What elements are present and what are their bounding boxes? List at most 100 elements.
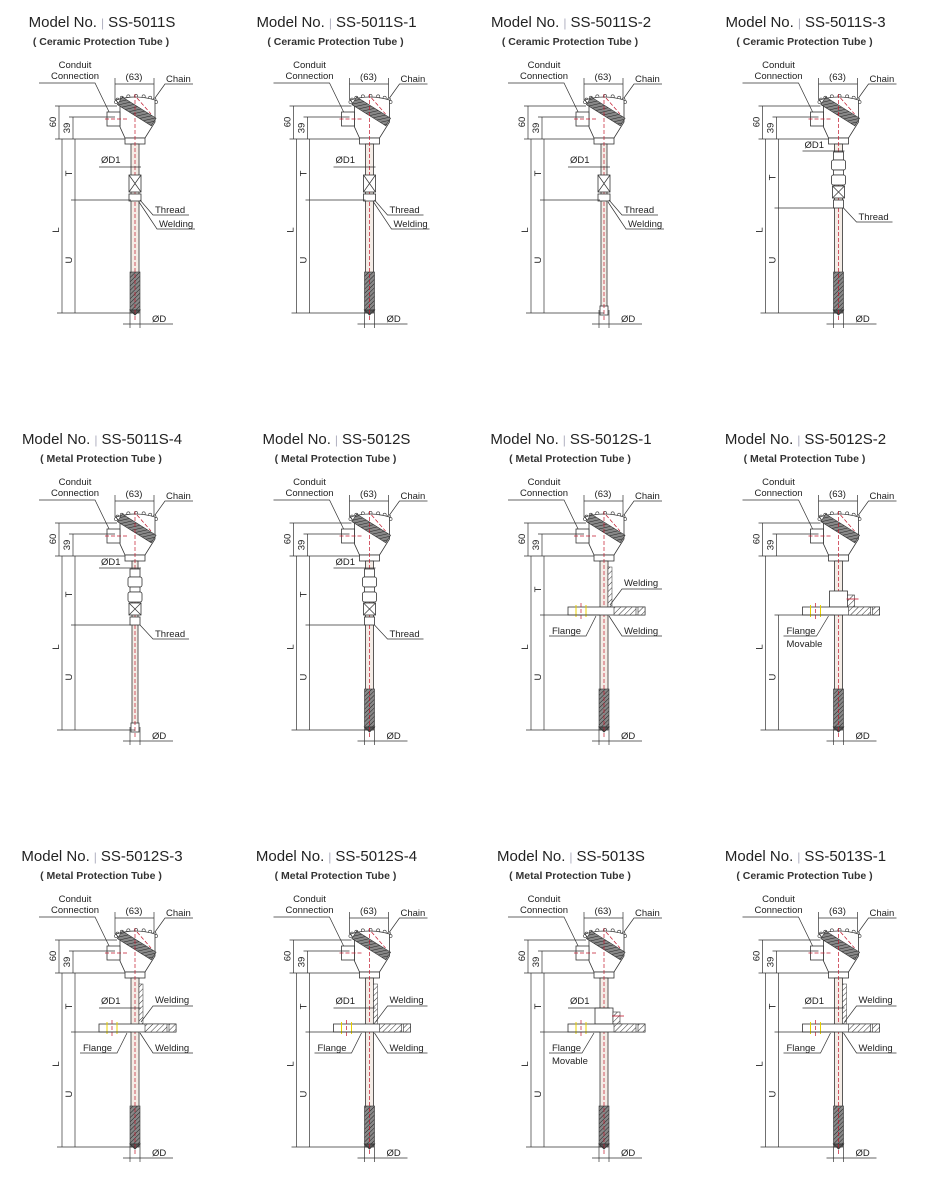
- model-prefix: Model No.: [21, 848, 89, 865]
- conduit-label-line2: Connection: [754, 488, 802, 499]
- thread-leader: [374, 199, 424, 216]
- dimension-od1: ØD1: [101, 996, 121, 1007]
- model-prefix: Model No.: [263, 431, 331, 448]
- conduit-leader: [742, 499, 817, 538]
- model-prefix: Model No.: [22, 431, 90, 448]
- chain-leader: [858, 83, 897, 99]
- model-title: Model No.|SS-5012S-1: [490, 431, 651, 448]
- od-dimension: [592, 310, 642, 328]
- model-title: Model No.|SS-5011S-4: [22, 431, 182, 448]
- dimension-l: L: [520, 1061, 531, 1066]
- model-number: SS-5011S-3: [805, 14, 886, 31]
- head-width-dimension: [349, 495, 389, 517]
- chain-leader: [623, 83, 662, 99]
- head-width-dimension: [114, 912, 155, 934]
- model-number: SS-5012S-2: [804, 431, 886, 448]
- diagram-ss-5011s-2: Model No.|SS-5011S-2( Ceramic Protection…: [491, 14, 664, 328]
- dimension-39: 39: [531, 540, 542, 551]
- welding-leader: [373, 201, 430, 230]
- model-prefix: Model No.: [29, 14, 97, 31]
- head-height-dimensions: [524, 105, 594, 140]
- model-number: SS-5012S: [342, 431, 410, 448]
- dimension-l: L: [51, 1061, 62, 1066]
- head-width-label: (63): [829, 906, 846, 917]
- welding-label: Welding: [394, 219, 428, 230]
- dimension-39: 39: [62, 540, 73, 551]
- dimension-u: U: [299, 256, 310, 263]
- dimension-l: L: [51, 227, 62, 232]
- head-height-dimensions: [524, 522, 594, 557]
- head-width-dimension: [818, 912, 858, 934]
- dimension-od1: ØD1: [805, 996, 825, 1007]
- welding-bottom-label: Welding: [859, 1043, 893, 1054]
- conduit-label-line2: Connection: [285, 71, 333, 82]
- model-number: SS-5012S-4: [335, 848, 417, 865]
- model-number: SS-5012S-3: [101, 848, 183, 865]
- chain-leader: [154, 500, 193, 516]
- conduit-label-line2: Connection: [520, 905, 568, 916]
- dimension-od1: ØD1: [101, 155, 121, 166]
- movable-collar: [594, 1007, 624, 1025]
- movable-label: Movable: [787, 639, 823, 650]
- head-width-dimension: [583, 78, 624, 100]
- model-title: Model No.|SS-5011S-1: [256, 14, 416, 31]
- chain-label: Chain: [166, 74, 191, 85]
- dimension-39: 39: [531, 123, 542, 134]
- model-number: SS-5011S: [108, 14, 175, 31]
- flange-leader: [783, 1032, 831, 1054]
- dimension-60: 60: [283, 951, 294, 962]
- dimension-60: 60: [48, 951, 59, 962]
- conduit-leader: [508, 82, 583, 121]
- conduit-label-line1: Conduit: [59, 477, 92, 488]
- welding-top-label: Welding: [624, 578, 658, 589]
- dimension-60: 60: [283, 534, 294, 545]
- welding-top-leader: [609, 588, 662, 606]
- dimension-l: L: [755, 227, 766, 232]
- weld-sleeve: [138, 983, 144, 1025]
- model-number: SS-5011S-2: [570, 14, 651, 31]
- dimension-od: ØD: [152, 314, 166, 325]
- title-separator: |: [328, 850, 331, 864]
- dimension-t: T: [533, 1003, 544, 1009]
- conduit-label-line2: Connection: [51, 71, 99, 82]
- head-height-dimensions: [289, 522, 360, 557]
- model-prefix: Model No.: [725, 848, 793, 865]
- weld-sleeve: [607, 566, 613, 608]
- flange-label: Flange: [318, 1043, 347, 1054]
- model-title: Model No.|SS-5012S-3: [21, 848, 182, 865]
- length-dimensions: [760, 139, 839, 314]
- flange-leader: [549, 615, 597, 637]
- head-height-dimensions: [289, 105, 360, 140]
- dimension-u: U: [768, 673, 779, 680]
- conduit-leader: [742, 82, 817, 121]
- thread-leader: [608, 199, 658, 216]
- tube-type: ( Metal Protection Tube ): [40, 870, 162, 882]
- chain-label: Chain: [635, 908, 660, 919]
- length-dimensions: [291, 973, 370, 1148]
- terminal-head: [574, 511, 627, 562]
- welding-bottom-label: Welding: [155, 1043, 189, 1054]
- weld-sleeve: [373, 983, 378, 1025]
- dimension-t: T: [533, 170, 544, 176]
- dimension-u: U: [64, 1090, 75, 1097]
- flange-leader: [314, 1032, 362, 1054]
- length-dimensions: [526, 973, 604, 1148]
- flange: [567, 1020, 646, 1036]
- dimension-39: 39: [62, 957, 73, 968]
- weld-sleeve: [842, 983, 847, 1025]
- length-dimensions: [291, 556, 370, 731]
- title-separator: |: [798, 16, 801, 30]
- welding-bottom-leader: [374, 1032, 428, 1054]
- conduit-leader: [742, 916, 817, 955]
- chain-leader: [623, 500, 662, 516]
- head-width-label: (63): [126, 906, 143, 917]
- title-separator: |: [94, 433, 97, 447]
- thread-label: Thread: [859, 212, 889, 223]
- dimension-l: L: [520, 227, 531, 232]
- chain-leader: [858, 917, 897, 933]
- tube-type: ( Metal Protection Tube ): [275, 870, 397, 882]
- dimension-60: 60: [517, 951, 528, 962]
- length-dimensions: [760, 973, 839, 1148]
- head-height-dimensions: [758, 105, 829, 140]
